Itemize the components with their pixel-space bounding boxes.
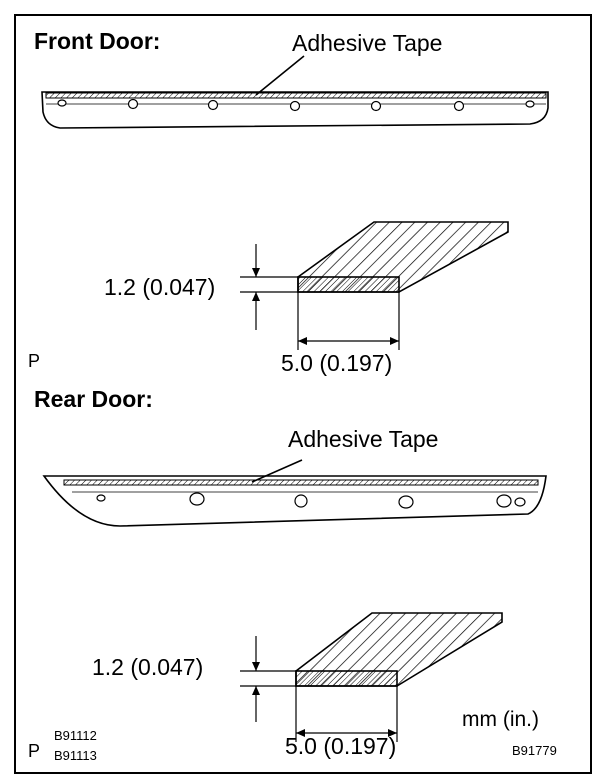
front-thickness-label: 1.2 (0.047) [104, 274, 216, 300]
diagram-frame [14, 14, 592, 774]
front-tape-section [240, 221, 509, 350]
rear-clip-holes [96, 492, 526, 509]
front-door-heading: Front Door: [34, 28, 161, 54]
front-door-moulding [41, 91, 549, 129]
rear-adhesive-layer [295, 670, 398, 687]
front-callout-leader [255, 55, 305, 96]
rear-thickness-label: 1.2 (0.047) [92, 654, 204, 680]
front-p-mark: P [28, 351, 41, 371]
front-adhesive-tape-label: Adhesive Tape [292, 30, 443, 56]
rear-door-moulding [42, 475, 547, 527]
rear-adhesive-tape-strip [63, 479, 539, 486]
front-clip-holes [57, 98, 535, 112]
rear-callout-leader [251, 459, 303, 483]
front-width-label: 5.0 (0.197) [281, 350, 393, 376]
units-label: mm (in.) [462, 708, 539, 731]
code-right: B91779 [512, 743, 557, 758]
front-adhesive-tape-strip [45, 92, 547, 99]
rear-width-label: 5.0 (0.197) [285, 733, 397, 759]
rear-adhesive-tape-label: Adhesive Tape [288, 426, 439, 452]
front-adhesive-layer [297, 276, 400, 293]
code-left-bottom: B91113 [54, 748, 97, 763]
rear-p-mark: P [28, 741, 41, 761]
rear-door-heading: Rear Door: [34, 386, 153, 412]
rear-tape-section [240, 612, 503, 742]
code-left-top: B91112 [54, 728, 97, 743]
